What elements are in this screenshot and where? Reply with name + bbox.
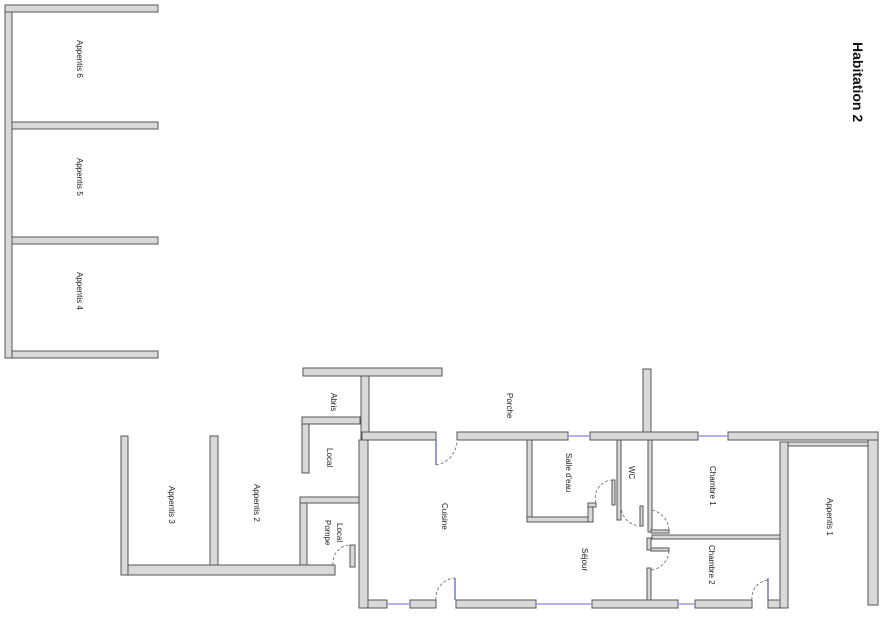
doors	[332, 439, 769, 601]
label-appentis-3: Appentis 3	[167, 486, 176, 524]
room-labels: Appentis 6 Appentis 5 Appentis 4 Appenti…	[75, 40, 834, 585]
label-abris: Abris	[329, 393, 338, 411]
label-local-pompe-line2: Pompe	[323, 520, 332, 546]
label-appentis-1: Appentis 1	[825, 498, 834, 536]
label-cuisine: Cuisine	[440, 503, 449, 530]
label-appentis-5: Appentis 5	[75, 158, 84, 196]
walls	[4, 4, 879, 609]
label-porche: Porche	[505, 393, 514, 419]
label-chambre-2: Chambre 2	[707, 545, 716, 585]
label-appentis-4: Appentis 4	[75, 272, 84, 310]
label-appentis-2: Appentis 2	[252, 484, 261, 522]
label-sejour: Séjour	[580, 548, 589, 571]
label-wc: WC	[627, 466, 636, 480]
label-local: Local	[325, 448, 334, 467]
label-appentis-6: Appentis 6	[75, 40, 84, 78]
windows	[387, 435, 728, 605]
plan-title: Habitation 2	[850, 42, 866, 122]
label-salle-deau: Salle d'eau	[564, 453, 573, 492]
label-chambre-1: Chambre 1	[708, 466, 717, 506]
label-local-pompe-line1: Local	[335, 523, 344, 542]
